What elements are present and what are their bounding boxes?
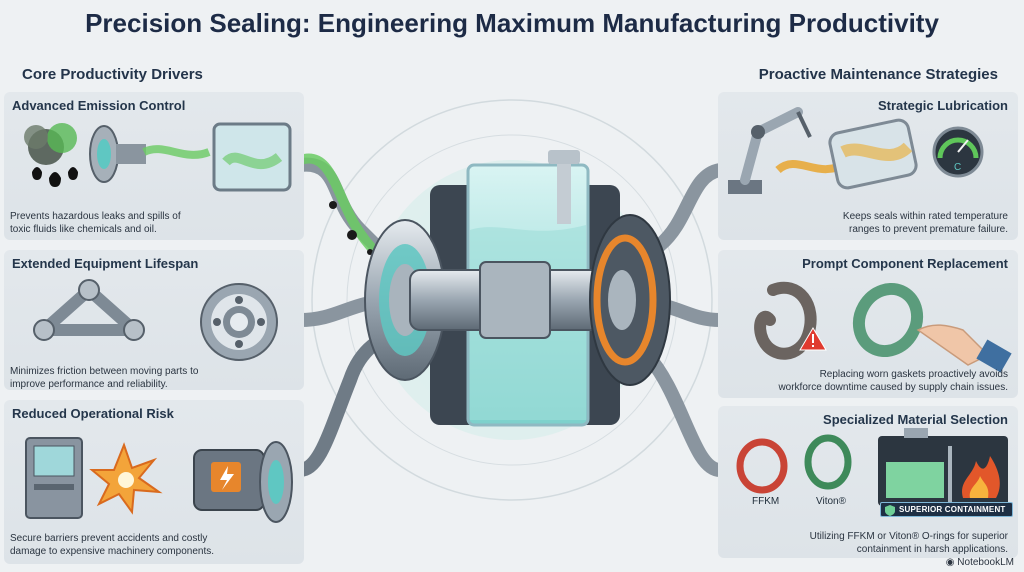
panel-emission-control: Advanced Emission Control Prevents hazar… [4,92,304,240]
desc-line: improve performance and reliability. [10,379,168,390]
panel-material-selection: Specialized Material Selection FFKM Vito… [718,406,1018,558]
panel-operational-risk: Reduced Operational Risk Secure barriers… [4,400,304,564]
panel-title: Extended Equipment Lifespan [12,256,199,271]
panel-title: Specialized Material Selection [823,412,1008,427]
right-section-heading: Proactive Maintenance Strategies [758,66,998,83]
desc-line: Keeps seals within rated temperature [842,211,1008,222]
desc-line: workforce downtime caused by supply chai… [778,382,1008,393]
panel-title: Prompt Component Replacement [802,256,1008,271]
page-title: Precision Sealing: Engineering Maximum M… [85,8,939,38]
notebook-icon: ◉ [945,557,955,568]
panel-title: Strategic Lubrication [877,98,1008,113]
brand-watermark: ◉ NotebookLM [946,557,1014,568]
desc-line: Minimizes friction between moving parts … [10,366,199,377]
desc-line: damage to expensive machinery components… [10,546,215,557]
desc-line: Utilizing FFKM or Viton® O-rings for sup… [809,531,1008,542]
badge-text: SUPERIOR CONTAINMENT [899,505,1006,514]
panel-description: Prevents hazardous leaks and spills of t… [10,210,181,236]
viton-label: Viton® [816,496,846,507]
shield-icon [885,505,895,516]
panel-description: Minimizes friction between moving parts … [10,365,198,391]
brand-text: NotebookLM [957,557,1014,568]
desc-line: toxic fluids like chemicals and oil. [10,224,157,235]
panel-title: Advanced Emission Control [12,98,186,113]
panel-description: Secure barriers prevent accidents and co… [10,532,214,558]
desc-line: containment in harsh applications. [856,544,1008,555]
lubrication-arm-icon: C [728,107,984,194]
panel-strategic-lubrication: Strategic Lubrication C Keeps seals with… [718,92,1018,240]
machine-hazard-icon [25,437,293,523]
containment-badge: SUPERIOR CONTAINMENT [880,502,1013,517]
toxic-leak-icon [24,122,292,192]
panel-equipment-lifespan: Extended Equipment Lifespan Minimizes fr… [4,250,304,390]
o-rings-containment-icon [736,428,1008,506]
left-section-heading: Core Productivity Drivers [22,66,203,83]
panel-description: Replacing worn gaskets proactively avoid… [778,368,1008,394]
desc-line: Prevents hazardous leaks and spills of [10,211,181,222]
gasket-replacement-icon [754,281,1012,373]
ffkm-label: FFKM [752,496,780,507]
panel-title: Reduced Operational Risk [12,406,174,421]
panel-description: Utilizing FFKM or Viton® O-rings for sup… [810,530,1008,556]
desc-line: ranges to prevent premature failure. [849,224,1008,235]
desc-line: Secure barriers prevent accidents and co… [10,533,208,544]
panel-description: Keeps seals within rated temperature ran… [843,210,1008,236]
bearing-icon [33,279,278,361]
desc-line: Replacing worn gaskets proactively avoid… [819,369,1008,380]
panel-component-replacement: Prompt Component Replacement Replacing w… [718,250,1018,398]
gauge-letter: C [954,162,961,173]
